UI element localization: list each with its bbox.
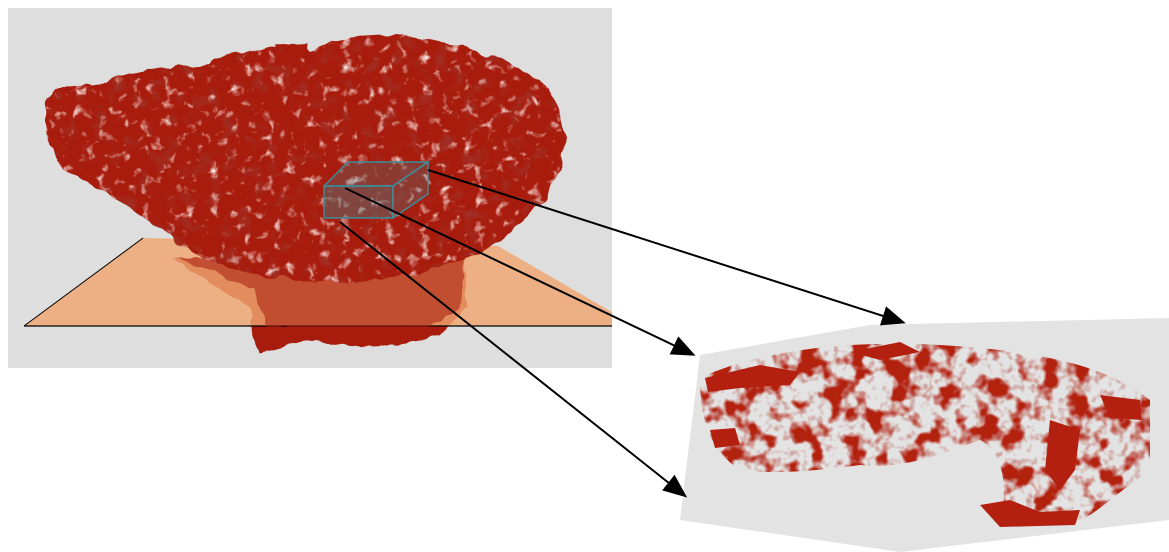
zoomed-subvolume-panel	[0, 0, 1169, 552]
figure	[0, 0, 1169, 552]
